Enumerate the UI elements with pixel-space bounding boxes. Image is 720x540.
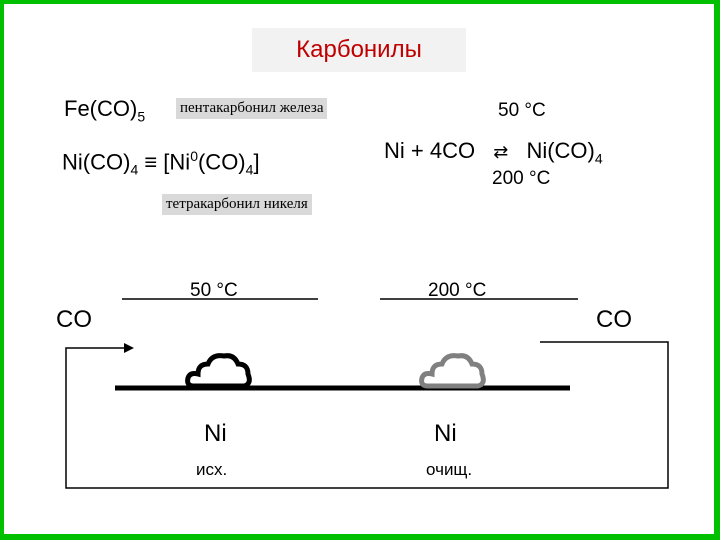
reaction-right-sub: 4: [594, 150, 603, 167]
ni-formula-sub1: 4: [130, 161, 139, 178]
cloud-left-icon: [185, 353, 252, 389]
reaction-temp-top: 50 °C: [498, 100, 546, 121]
co-outlet-label: CO: [596, 306, 632, 333]
reaction-temp-bottom: 200 °C: [492, 168, 551, 189]
page-title: Карбонилы: [296, 36, 422, 63]
slide-background: [4, 4, 714, 534]
process-temp-right: 200 °C: [428, 280, 487, 301]
ni-formula-c: ]: [253, 149, 260, 175]
ni-purified-note: очищ.: [426, 460, 473, 479]
equilibrium-arrow-icon: ⇄: [493, 142, 509, 162]
ni-formula-a: Ni(CO): [62, 149, 131, 175]
ni-source-label: Ni: [204, 420, 227, 447]
title-box: Карбонилы: [252, 28, 466, 72]
gas-loop-line: [65, 341, 669, 489]
process-temp-left: 50 °C: [190, 280, 238, 301]
ni-formula-equiv: ≡ [Ni: [138, 149, 191, 175]
fe-carbonyl-formula: Fe(CO)5: [64, 96, 145, 124]
ni-formula-sup: 0: [190, 148, 198, 164]
gas-loop-arrow-icon: [124, 343, 134, 353]
co-inlet-label: CO: [56, 306, 92, 333]
fe-formula-sub: 5: [137, 108, 146, 125]
fe-formula-main: Fe(CO): [64, 96, 138, 121]
fe-carbonyl-name: пентакарбонил железа: [176, 98, 328, 119]
ni-formula-b: (CO): [197, 149, 246, 175]
ni-source-note: исх.: [196, 460, 228, 479]
reaction-equation: Ni + 4CO ⇄ Ni(CO)4: [384, 138, 603, 166]
reaction-right: Ni(CO): [526, 138, 595, 163]
ni-carbonyl-name: тетракарбонил никеля: [162, 194, 312, 215]
ni-purified-label: Ni: [434, 420, 457, 447]
reaction-left: Ni + 4CO: [384, 138, 476, 163]
ni-carbonyl-formula: Ni(CO)4 ≡ [Ni0(CO)4]: [62, 148, 260, 178]
cloud-right-icon: [419, 353, 486, 389]
ni-formula-sub2: 4: [245, 161, 254, 178]
